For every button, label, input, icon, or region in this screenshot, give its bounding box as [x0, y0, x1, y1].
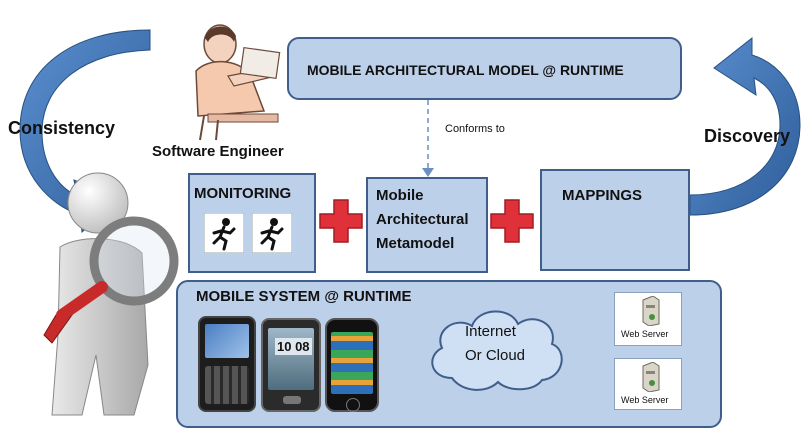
architectural-model-box: MOBILE ARCHITECTURAL MODEL @ RUNTIME — [287, 37, 682, 100]
web-server-top-label: Web Server — [621, 329, 669, 339]
cloud-label-line1: Internet — [465, 323, 516, 340]
conforms-to-arrowhead-icon — [422, 168, 434, 177]
server-icon — [642, 296, 660, 326]
conforms-to-label: Conforms to — [445, 123, 505, 135]
blackberry-phone-icon — [198, 316, 256, 412]
metamodel-box: Mobile Architectural Metamodel — [366, 177, 488, 273]
phone-clock-text: 10 08 — [275, 338, 312, 355]
android-phone-icon: 10 08 — [261, 318, 321, 412]
metamodel-line1: Mobile — [376, 187, 424, 204]
monitoring-label: MONITORING — [194, 185, 292, 202]
cloud-label-line2: Or Cloud — [465, 347, 526, 364]
cloud-icon — [431, 310, 563, 391]
mobile-system-label: MOBILE SYSTEM @ RUNTIME — [196, 288, 412, 305]
runner-icon — [252, 213, 292, 253]
consistency-label: Consistency — [8, 118, 116, 138]
runner-icon — [204, 213, 244, 253]
server-icon — [642, 362, 660, 392]
web-server-top: Web Server — [614, 292, 682, 346]
discovery-arrow-icon — [689, 36, 801, 216]
software-engineer-icon — [195, 24, 281, 141]
metamodel-line2: Architectural — [376, 211, 469, 228]
consistency-arrow-icon — [19, 29, 151, 233]
monitoring-box: MONITORING — [188, 173, 316, 273]
iphone-icon — [325, 318, 379, 412]
discovery-label: Discovery — [704, 126, 791, 146]
web-server-bottom: Web Server — [614, 358, 682, 410]
plus-icon — [319, 199, 363, 243]
software-engineer-label: Software Engineer — [152, 143, 284, 160]
magnifier-person-icon — [43, 172, 179, 416]
plus-icon — [490, 199, 534, 243]
mappings-box: MAPPINGS — [540, 169, 690, 271]
metamodel-line3: Metamodel — [376, 235, 455, 252]
architectural-model-label: MOBILE ARCHITECTURAL MODEL @ RUNTIME — [307, 62, 624, 78]
mappings-label: MAPPINGS — [562, 187, 643, 204]
web-server-bottom-label: Web Server — [621, 395, 669, 405]
